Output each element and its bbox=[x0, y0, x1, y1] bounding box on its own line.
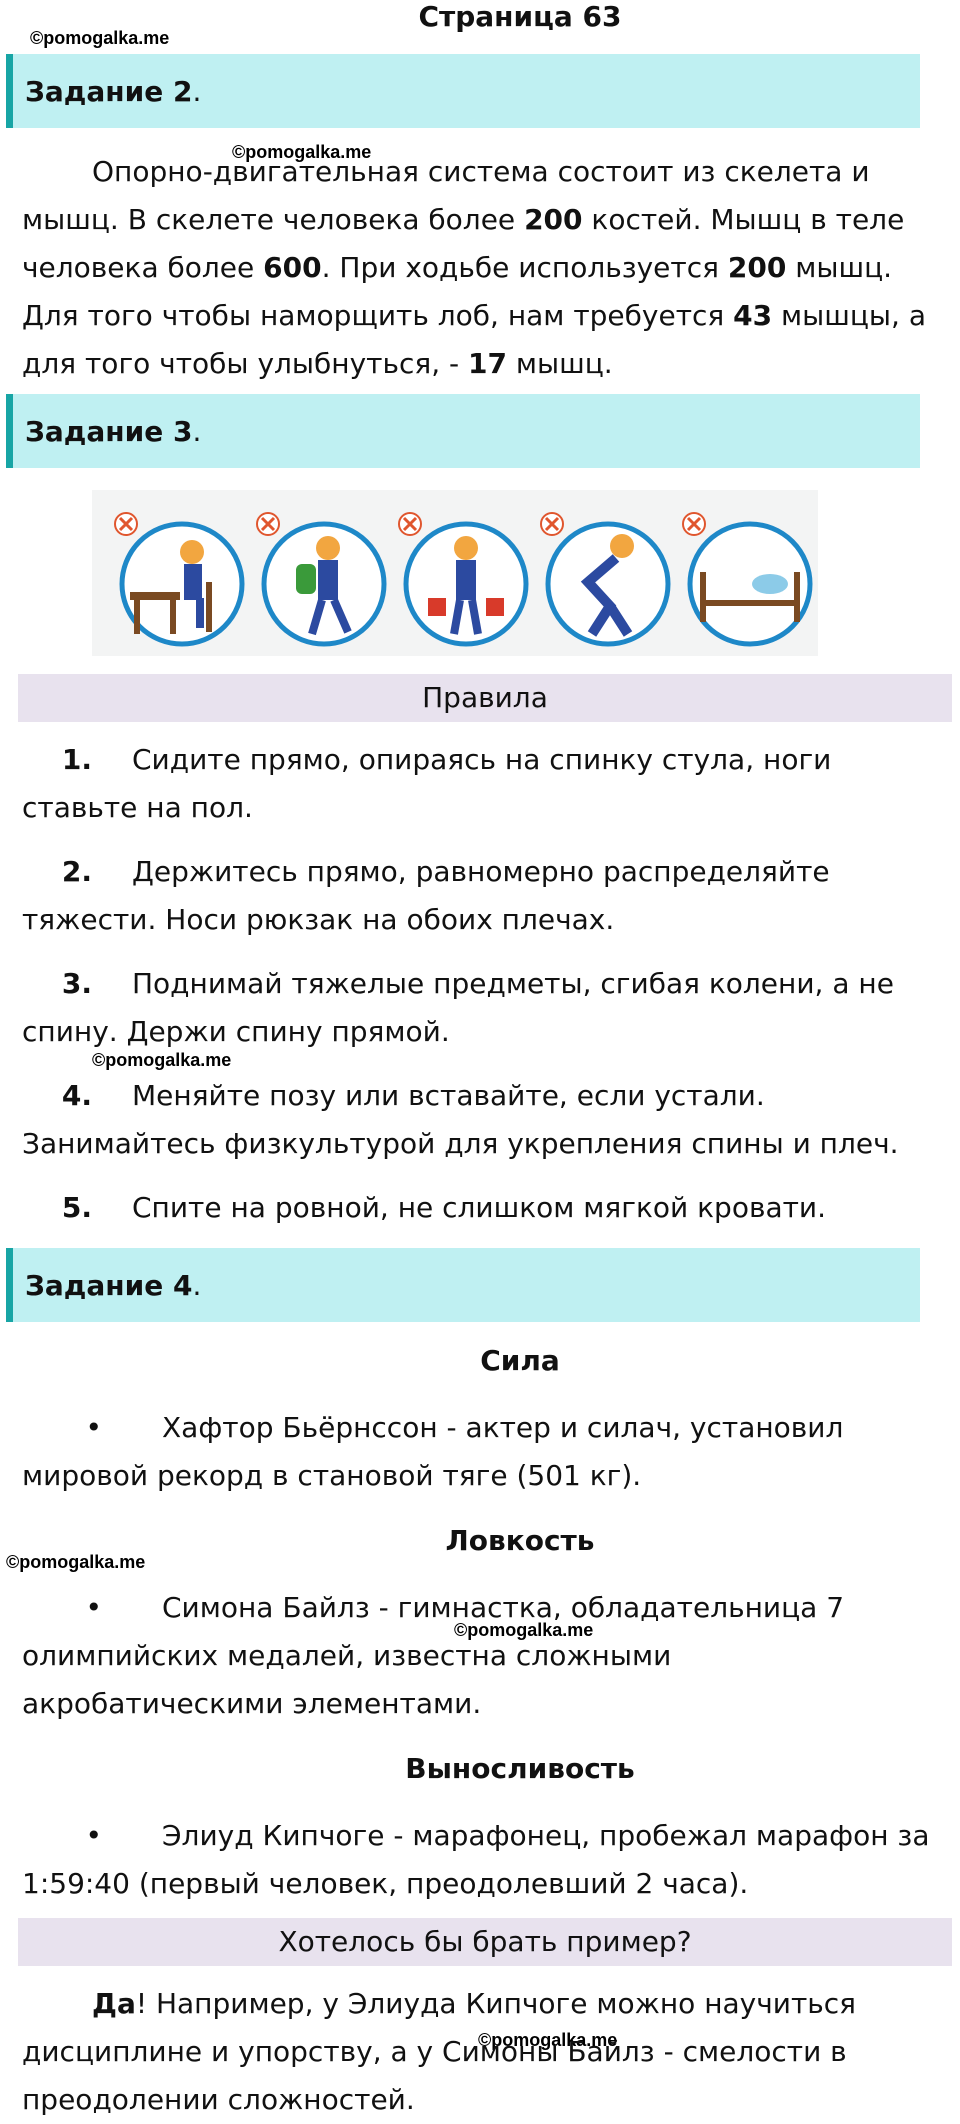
item-text: Хафтор Бьёрнссон - актер и силач, устано… bbox=[162, 1411, 844, 1444]
bullet: • bbox=[85, 1819, 102, 1852]
endurance-item: • Элиуд Кипчоге - марафонец, пробежал мар… bbox=[22, 1812, 952, 1908]
answer-line: Да! Например, у Элиуда Кипчоге можно нау… bbox=[22, 1980, 942, 2028]
rule-item: 2. Держитесь прямо, равномерно распределя… bbox=[22, 848, 952, 944]
rule-line: 4. Меняйте позу или вставайте, если устал… bbox=[22, 1072, 952, 1120]
agility-heading: Ловкость bbox=[445, 1524, 595, 1557]
carrying-posture-icon bbox=[398, 512, 529, 647]
task-2-line: мышц. В скелете человека более 200 косте… bbox=[22, 196, 942, 244]
rule-item: 3. Поднимай тяжелые предметы, сгибая коле… bbox=[22, 960, 952, 1056]
bullet: • bbox=[85, 1591, 102, 1624]
rule-item: 4. Меняйте позу или вставайте, если устал… bbox=[22, 1072, 952, 1168]
answer-line: дисциплине и упорству, а у Симоны Байлз … bbox=[22, 2035, 847, 2068]
task-2-header: Задание 2. bbox=[6, 54, 920, 128]
text: мышц. bbox=[507, 347, 613, 380]
bending-posture-icon bbox=[540, 512, 671, 647]
rules-header: Правила bbox=[18, 674, 952, 722]
item-text: Элиуд Кипчоге - марафонец, пробежал мара… bbox=[162, 1819, 930, 1852]
rule-text: спину. Держи спину прямой. bbox=[22, 1015, 450, 1048]
rule-line: 2. Держитесь прямо, равномерно распределя… bbox=[22, 848, 952, 896]
rule-number: 5. bbox=[61, 1191, 92, 1224]
text: ! Например, у Элиуда Кипчоге можно научи… bbox=[135, 1987, 857, 2020]
text: Для того чтобы наморщить лоб, нам требуе… bbox=[22, 299, 734, 332]
bullet-line: • Элиуд Кипчоге - марафонец, пробежал мар… bbox=[22, 1812, 952, 1860]
task-3-header: Задание 3. bbox=[6, 394, 920, 468]
rule-text: Занимайтесь физкультурой для укрепления … bbox=[22, 1127, 899, 1160]
answer-text: Да! Например, у Элиуда Кипчоге можно нау… bbox=[22, 1980, 942, 2124]
rule-text: Спите на ровной, не слишком мягкой крова… bbox=[132, 1191, 827, 1224]
task-2-line: Для того чтобы наморщить лоб, нам требуе… bbox=[22, 292, 942, 340]
text: . При ходьбе используется bbox=[321, 251, 728, 284]
rule-text: Меняйте позу или вставайте, если устали. bbox=[132, 1079, 765, 1112]
rule-text: ставьте на пол. bbox=[22, 791, 253, 824]
watermark: ©pomogalka.me bbox=[478, 2030, 618, 2050]
task-2-line: для того чтобы улыбнуться, - 17 мышц. bbox=[22, 340, 942, 388]
answer-line: преодолении сложностей. bbox=[22, 2083, 415, 2116]
backpack-posture-icon bbox=[256, 512, 387, 647]
item-text: олимпийских медалей, известна сложными bbox=[22, 1639, 672, 1672]
item-text: акробатическими элементами. bbox=[22, 1687, 482, 1720]
rule-text: тяжести. Носи рюкзак на обоих плечах. bbox=[22, 903, 615, 936]
bold-number: 200 bbox=[727, 251, 787, 284]
bold-number: 200 bbox=[524, 203, 583, 236]
watermark: ©pomogalka.me bbox=[454, 1620, 594, 1640]
rule-text: Поднимай тяжелые предметы, сгибая колени… bbox=[132, 967, 894, 1000]
item-text: 1:59:40 (первый человек, преодолевший 2 … bbox=[22, 1867, 749, 1900]
bold-number: 43 bbox=[733, 299, 773, 332]
bullet-line: • Хафтор Бьёрнссон - актер и силач, устан… bbox=[22, 1404, 952, 1452]
task-4-dot: . bbox=[192, 1268, 202, 1302]
task-2-title: Задание 2 bbox=[25, 74, 193, 108]
strength-heading: Сила bbox=[480, 1344, 560, 1377]
rule-number: 2. bbox=[61, 855, 92, 888]
bold-number: 600 bbox=[263, 251, 322, 284]
rule-line: 5. Спите на ровной, не слишком мягкой кро… bbox=[22, 1184, 952, 1232]
rule-number: 1. bbox=[61, 743, 92, 776]
rule-number: 4. bbox=[61, 1079, 92, 1112]
rule-item: 1. Сидите прямо, опираясь на спинку стула… bbox=[22, 736, 952, 832]
watermark: ©pomogalka.me bbox=[30, 28, 170, 48]
answer-bold: Да bbox=[92, 1987, 136, 2020]
item-text: мировой рекорд в становой тяге (501 кг). bbox=[22, 1459, 642, 1492]
text: мышцы, а bbox=[772, 299, 927, 332]
watermark: ©pomogalka.me bbox=[232, 142, 372, 162]
text: человека более bbox=[22, 251, 264, 284]
task-3-dot: . bbox=[192, 414, 202, 448]
rule-line: 3. Поднимай тяжелые предметы, сгибая коле… bbox=[22, 960, 952, 1008]
text: мышц. В скелете человека более bbox=[22, 203, 525, 236]
rule-text: Держитесь прямо, равномерно распределяйт… bbox=[132, 855, 830, 888]
text: мышц. bbox=[786, 251, 893, 284]
endurance-heading: Выносливость bbox=[405, 1752, 635, 1785]
watermark: ©pomogalka.me bbox=[6, 1552, 146, 1572]
strength-item: • Хафтор Бьёрнссон - актер и силач, устан… bbox=[22, 1404, 952, 1500]
task-3-title: Задание 3 bbox=[25, 414, 193, 448]
text: костей. Мышц в теле bbox=[582, 203, 905, 236]
agility-item: • Симона Байлз - гимнастка, обладательниц… bbox=[22, 1584, 952, 1728]
task-4-header: Задание 4. bbox=[6, 1248, 920, 1322]
sitting-posture-icon bbox=[114, 512, 245, 647]
page-title: Страница 63 bbox=[418, 0, 622, 33]
task-2-text: Опорно-двигательная система состоит из с… bbox=[22, 148, 942, 388]
task-2-line: человека более 600. При ходьбе используе… bbox=[22, 244, 942, 292]
posture-illustrations bbox=[92, 490, 818, 656]
task-2-dot: . bbox=[192, 74, 202, 108]
bullet: • bbox=[85, 1411, 102, 1444]
rule-text: Сидите прямо, опираясь на спинку стула, … bbox=[132, 743, 832, 776]
watermark: ©pomogalka.me bbox=[92, 1050, 232, 1070]
task-2-line: Опорно-двигательная система состоит из с… bbox=[92, 155, 870, 188]
rule-line: 1. Сидите прямо, опираясь на спинку стула… bbox=[22, 736, 952, 784]
bold-number: 17 bbox=[468, 347, 507, 380]
task-4-title: Задание 4 bbox=[25, 1268, 193, 1302]
question-bar: Хотелось бы брать пример? bbox=[18, 1918, 952, 1966]
text: для того чтобы улыбнуться, - bbox=[22, 347, 469, 380]
bed-posture-icon bbox=[682, 512, 813, 647]
bullet-line: • Симона Байлз - гимнастка, обладательниц… bbox=[22, 1584, 952, 1632]
item-text: Симона Байлз - гимнастка, обладательница… bbox=[162, 1591, 845, 1624]
rule-item: 5. Спите на ровной, не слишком мягкой кро… bbox=[22, 1184, 952, 1232]
rule-number: 3. bbox=[61, 967, 92, 1000]
